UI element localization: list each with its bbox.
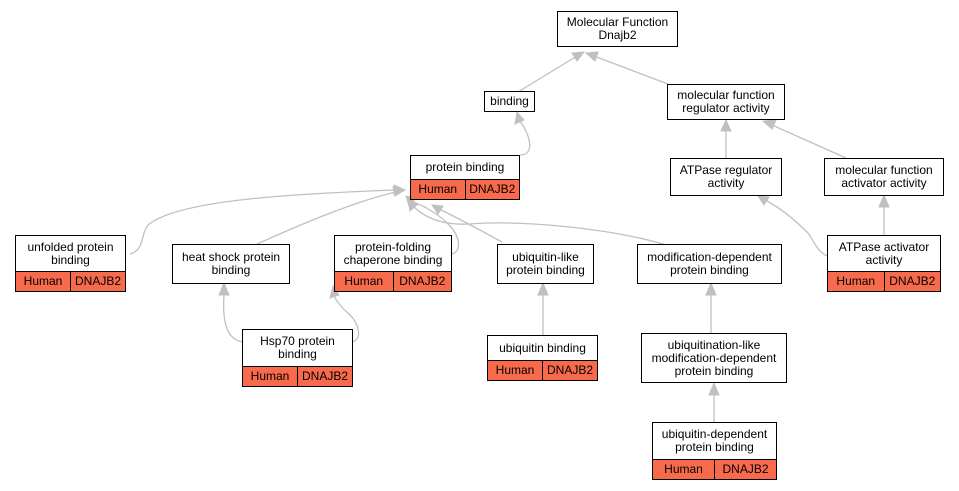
species-cell: Human (23, 274, 63, 288)
node-molecular-function[interactable]: Molecular Function Dnajb2 (557, 11, 678, 47)
node-ubiquitin-dependent-protein-binding[interactable]: ubiquitin-dependent protein binding Huma… (652, 422, 777, 480)
node-modification-dependent-protein-binding[interactable]: modification-dependent protein binding (637, 244, 782, 284)
node-molecular-function-regulator-activity[interactable]: molecular function regulator activity (667, 84, 785, 120)
node-label: unfolded protein binding (27, 239, 114, 267)
edge-atpase-activator-to-activator (878, 193, 890, 235)
node-ubiquitin-like-protein-binding[interactable]: ubiquitin-like protein binding (497, 244, 594, 284)
node-label: Molecular Function Dnajb2 (566, 15, 669, 42)
edge-ubiquitin-binding-to-ubiquitin-like (537, 281, 549, 335)
edge-activator-to-regulator (761, 119, 847, 159)
node-label: molecular function activator activity (835, 163, 933, 190)
species-cell: Human (250, 369, 290, 383)
node-label: heat shock protein binding (181, 250, 281, 277)
node-label: ubiquitin binding (499, 340, 586, 355)
annotation-row: Human DNAJB2 (488, 360, 597, 380)
node-label: ubiquitination-like modification-depende… (651, 337, 777, 378)
annotation-row: Human DNAJB2 (243, 366, 352, 386)
node-label: binding (490, 94, 529, 108)
node-ubiquitin-binding[interactable]: ubiquitin binding Human DNAJB2 (487, 335, 598, 381)
species-cell: Human (344, 274, 384, 288)
node-protein-binding[interactable]: protein binding Human DNAJB2 (410, 155, 520, 200)
gene-cell[interactable]: DNAJB2 (392, 272, 452, 291)
gene-cell[interactable]: DNAJB2 (883, 272, 941, 291)
species-cell: Human (664, 462, 703, 476)
gene-cell[interactable]: DNAJB2 (297, 367, 352, 386)
node-ubiquitination-like-modification-dependent-protein-binding[interactable]: ubiquitination-like modification-depende… (641, 333, 787, 383)
node-heat-shock-protein-binding[interactable]: heat shock protein binding (172, 244, 290, 284)
node-protein-folding-chaperone-binding[interactable]: protein-folding chaperone binding Human … (334, 235, 452, 292)
node-atpase-activator-activity[interactable]: ATPase activator activity Human DNAJB2 (827, 235, 941, 292)
annotation-row: Human DNAJB2 (335, 271, 451, 291)
gene-cell[interactable]: DNAJB2 (542, 361, 597, 380)
node-label: ubiquitin-like protein binding (506, 250, 585, 277)
edge-hsp70-to-heat-shock (218, 281, 244, 343)
gene-cell[interactable]: DNAJB2 (714, 460, 776, 479)
gene-cell[interactable]: DNAJB2 (464, 180, 520, 199)
node-atpase-regulator-activity[interactable]: ATPase regulator activity (670, 158, 782, 196)
node-label: Hsp70 protein binding (260, 334, 335, 361)
edge-binding-to-molecular-function (517, 51, 586, 93)
edge-heat-shock-to-protein-binding (256, 186, 407, 245)
edge-regulator-to-molecular-function (584, 51, 669, 85)
node-binding[interactable]: binding (484, 91, 535, 112)
annotation-row: Human DNAJB2 (16, 271, 125, 291)
node-label: ATPase regulator activity (679, 163, 773, 190)
edge-protein-binding-to-binding (514, 110, 531, 156)
annotation-row: Human DNAJB2 (411, 179, 519, 199)
annotation-row: Human DNAJB2 (828, 271, 940, 291)
node-molecular-function-activator-activity[interactable]: molecular function activator activity (824, 158, 944, 196)
edge-atpase-activator-to-atpase-regulator (757, 195, 829, 257)
node-label: molecular function regulator activity (677, 88, 775, 115)
edge-atpase-regulator-to-regulator (720, 118, 732, 158)
edge-ubiquitin-dependent-to-ubiquitination-like (708, 381, 720, 422)
node-hsp70-protein-binding[interactable]: Hsp70 protein binding Human DNAJB2 (242, 329, 353, 387)
gene-cell[interactable]: DNAJB2 (70, 272, 125, 291)
node-label: ATPase activator activity (838, 239, 930, 267)
edge-modification-to-protein-binding (407, 198, 667, 246)
node-label: protein-folding chaperone binding (343, 239, 443, 267)
node-label: protein binding (425, 160, 505, 174)
species-cell: Human (836, 274, 876, 288)
species-cell: Human (418, 182, 458, 196)
annotation-row: Human DNAJB2 (653, 459, 776, 479)
edge-ubiquitination-like-to-modification (705, 281, 717, 333)
species-cell: Human (495, 363, 535, 377)
node-label: ubiquitin-dependent protein binding (661, 427, 768, 454)
node-unfolded-protein-binding[interactable]: unfolded protein binding Human DNAJB2 (15, 235, 126, 292)
node-label: modification-dependent protein binding (647, 250, 772, 277)
